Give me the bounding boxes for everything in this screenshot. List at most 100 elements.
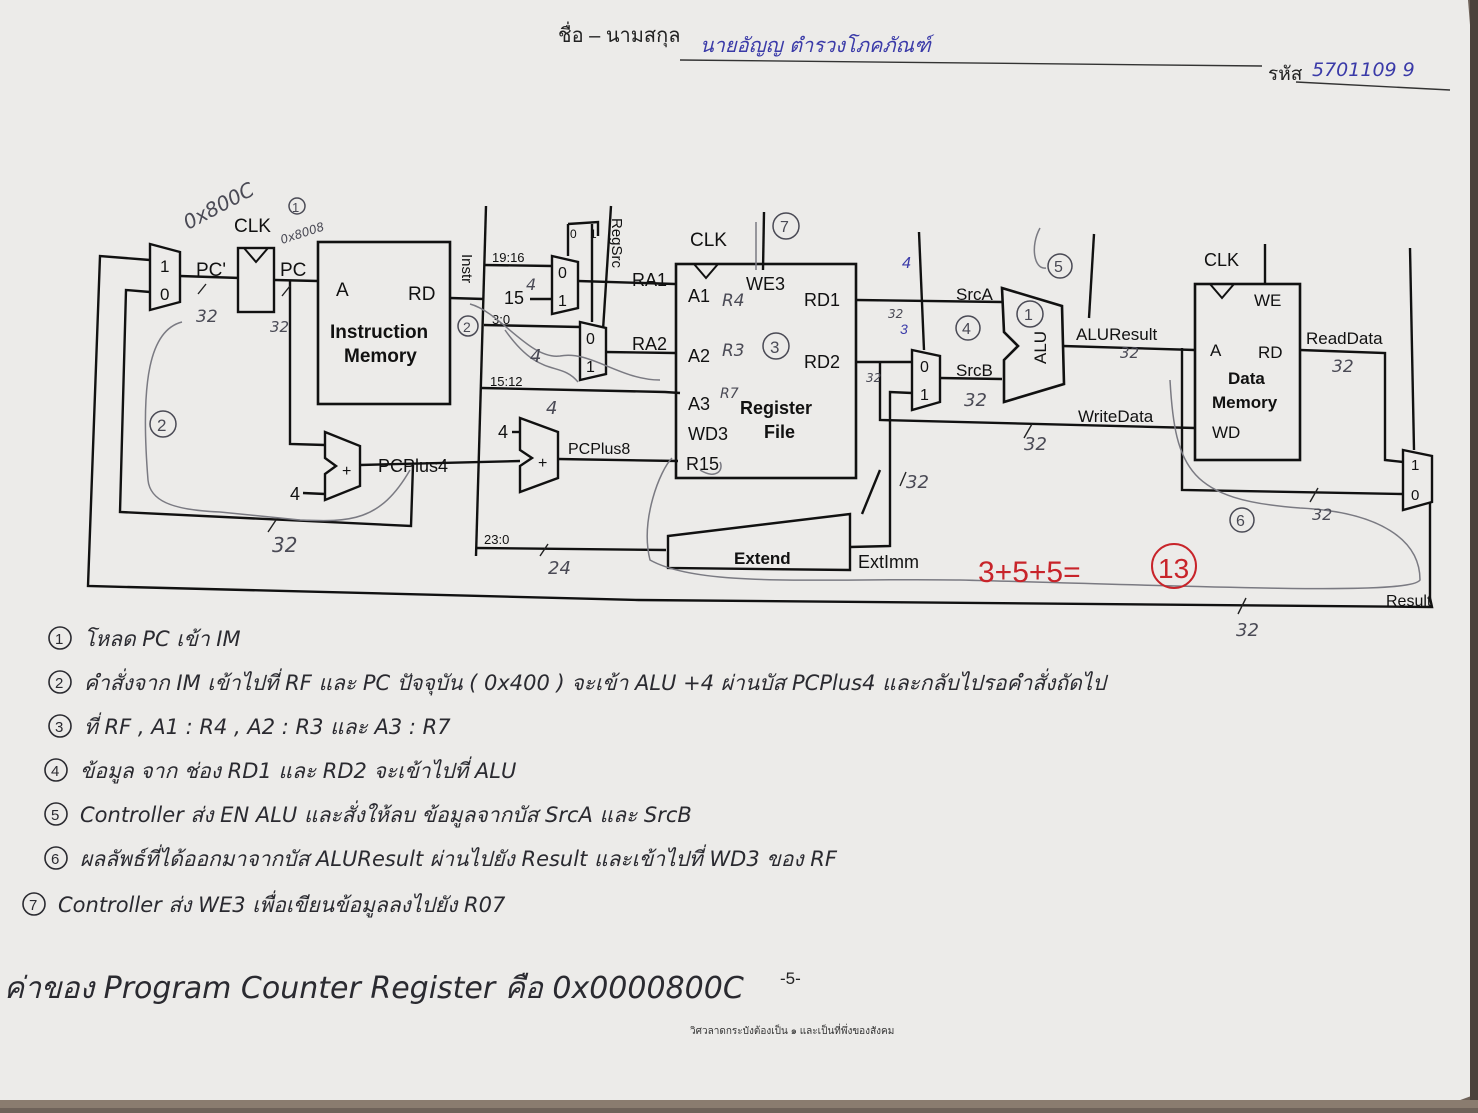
alu-label: ALU	[1031, 331, 1050, 364]
ra2-mux-body	[578, 320, 608, 382]
id-value: 5701109 9	[1312, 59, 1415, 81]
footer-motto: วิศวลาดกระบังต้องเป็น ๑ และเป็นที่พึ่งขอ…	[690, 1023, 895, 1037]
regsrc-bit-1: 1	[590, 227, 597, 241]
dmem-title-2: Memory	[1212, 393, 1278, 412]
rf-a2: A2	[688, 346, 710, 366]
writedata-label: WriteData	[1078, 407, 1154, 426]
bits-4c: 4	[546, 398, 557, 419]
slash-7	[1237, 597, 1247, 615]
width-rd1: 32	[888, 307, 903, 321]
rf-anno-r7: R7	[720, 386, 739, 402]
step-3-num: 3	[770, 338, 779, 357]
note-5-text: Controller ส่ง EN ALU และสั่งให้ลบ ข้อมู…	[80, 800, 692, 828]
width-imm24: 24	[548, 558, 571, 579]
note-2-circle	[48, 670, 72, 694]
wire-aluresult-bypass	[1180, 348, 1404, 496]
srcb-mux: 0 1	[910, 348, 942, 412]
dmem-we: WE	[1254, 291, 1281, 310]
wire-regsrc-top	[567, 220, 600, 236]
bits-19-16-label: 19:16	[492, 250, 525, 265]
instruction-memory: A RD Instruction Memory	[316, 240, 452, 406]
trace-regsrc	[504, 329, 579, 383]
srca-label: SrcA	[956, 285, 994, 304]
rf-anno-r3: R3	[722, 341, 745, 361]
data-memory: CLK WE A RD Data Memory WD	[1193, 250, 1302, 462]
slash-1	[197, 283, 207, 295]
pc-mux-in1: 1	[160, 257, 169, 276]
dmem-clk-triangle	[1209, 283, 1235, 300]
imem-title-2: Memory	[344, 346, 417, 367]
step-1-alu-num: 1	[1024, 307, 1033, 324]
wire-pc-to-imem	[274, 278, 319, 283]
extend-unit: Extend	[666, 512, 852, 572]
imem-title-1: Instruction	[330, 322, 428, 343]
name-value: นายอัญญ ตำรวงโภคภัณฑ์	[700, 33, 935, 57]
pc-label: PC	[280, 260, 306, 281]
ra1-mux-one: 1	[558, 293, 567, 310]
extimm-label: ExtImm	[858, 552, 919, 572]
srcb-mux-one: 1	[920, 387, 929, 404]
pcplus8-adder-body	[518, 416, 560, 494]
wire-four-to-adder	[302, 491, 326, 496]
rf-rd1: RD1	[804, 290, 840, 310]
wire-pcplus8	[557, 457, 679, 463]
width-result: 32	[1236, 620, 1259, 641]
step-5-circle	[1047, 253, 1073, 279]
width-aluresult: 32	[1120, 344, 1139, 362]
pc-register: CLK	[234, 216, 276, 314]
step-markers	[149, 197, 1255, 533]
note-3-number: 3	[55, 719, 63, 736]
srcb-label: SrcB	[956, 361, 993, 380]
slash-2	[281, 285, 291, 297]
four-label-2: 4	[498, 422, 508, 442]
ra1-mux-zero: 0	[558, 265, 567, 282]
step-2-circle-b	[457, 315, 479, 337]
result-label: Result	[1386, 593, 1432, 610]
step-1-circle	[288, 197, 306, 215]
pc-clk-label: CLK	[234, 216, 271, 237]
extend-label: Extend	[734, 549, 791, 568]
imem-rd: RD	[408, 284, 435, 305]
name-label: ชื่อ – นามสกุล	[558, 21, 680, 48]
wire-writedata	[878, 362, 1196, 430]
step-2-num-a: 2	[157, 416, 166, 435]
rf-wd3: WD3	[688, 424, 728, 444]
note-7-circle	[22, 892, 46, 916]
wire-regsrc-down	[601, 205, 613, 331]
rf-title-1: Register	[740, 398, 812, 418]
const15-label: 15	[504, 288, 524, 308]
page-shadow-right	[1470, 0, 1478, 1108]
imem-a: A	[336, 280, 349, 301]
step-6-num: 6	[1236, 513, 1245, 530]
result-mux: 1 0	[1401, 448, 1434, 512]
note-2-number: 2	[55, 675, 63, 692]
rf-anno-r4: R4	[722, 291, 745, 311]
pcplus4-label: PCPlus4	[378, 456, 448, 476]
aluresult-label: ALUResult	[1076, 325, 1158, 344]
register-file: CLK WE3 A1 RD1 A2 RD2 A3 Register File W…	[674, 230, 858, 480]
result-mux-in0: 0	[1411, 487, 1419, 504]
pcplus4-adder-body	[323, 430, 362, 502]
note-7-text: Controller ส่ง WE3 เพื่อเขียนข้อมูลลงไปย…	[58, 890, 506, 918]
width-pcplus4: 32	[272, 533, 297, 557]
note-4-text: ข้อมูล จาก ช่อง RD1 และ RD2 จะเข้าไปที่ …	[80, 756, 516, 784]
wire-ra2	[604, 350, 676, 355]
page-shadow-bottom	[0, 1100, 1478, 1108]
note-3-circle	[48, 714, 72, 738]
ra1-mux: 0 1	[550, 254, 580, 316]
pc-mux-in0: 0	[160, 285, 169, 304]
ra2-mux: 0 1	[578, 320, 608, 382]
width-extimm: 32	[906, 472, 929, 493]
ra2-mux-zero: 0	[586, 331, 595, 348]
bits-3-0-label: 3:0	[492, 312, 510, 327]
bits-15-12-label: 15:12	[490, 374, 523, 389]
four-label-1: 4	[290, 484, 300, 504]
wire-readdata	[1299, 348, 1404, 464]
wire-rd1-srca	[855, 298, 1003, 304]
wire-pcmux-to-reg	[179, 274, 241, 280]
ra2-label: RA2	[632, 334, 667, 354]
srcb-mux-body	[910, 348, 942, 412]
